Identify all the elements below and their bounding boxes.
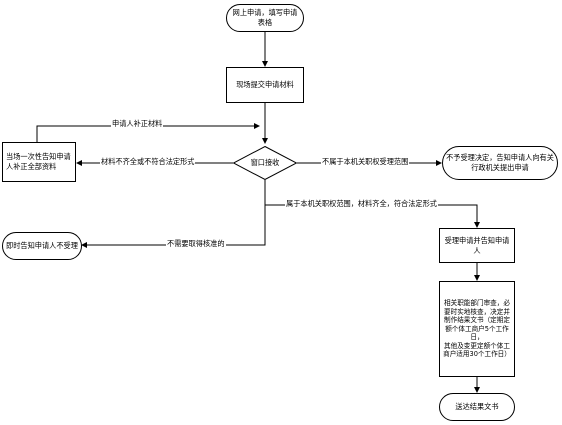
node-not-accept: 不予受理决定，告知申请人向有关行政机关提出申请 bbox=[442, 146, 558, 180]
edge-label-in-scope: 属于本机关职权范围，材料齐全，符合法定形式 bbox=[285, 199, 438, 208]
node-inform-no-accept: 即时告知申请人不受理 bbox=[2, 232, 82, 260]
decision-diamond-shape bbox=[233, 146, 297, 180]
arrow-window-to-inform-no-accept bbox=[81, 205, 266, 248]
node-deliver: 送达结果文书 bbox=[439, 393, 515, 421]
node-window-decision: 窗口接收 bbox=[233, 146, 297, 180]
node-review: 相关职能部门审查，必要时实地核查，决定并制作结果文书（定期定额个体工商户5个工作… bbox=[439, 281, 515, 377]
edge-label-no-approval: 不需要取得核准的 bbox=[166, 239, 226, 248]
node-inform-supplement: 当场一次性告知申请人补正全部资料 bbox=[2, 142, 76, 182]
arrow-supplement-loop bbox=[36, 123, 260, 142]
node-submit: 现场提交申请材料 bbox=[226, 67, 304, 103]
edge-label-out-of-scope: 不属于本机关职权受理范围 bbox=[321, 157, 410, 166]
node-accept: 受理申请并告知申请人 bbox=[439, 228, 515, 263]
node-start: 网上申请，填写申请表格 bbox=[226, 4, 304, 32]
node-window-label: 窗口接收 bbox=[250, 158, 280, 167]
edge-label-incomplete: 材料不齐全或不符合法定形式 bbox=[100, 157, 196, 166]
edge-label-supplement: 申请人补正材料 bbox=[111, 119, 164, 128]
